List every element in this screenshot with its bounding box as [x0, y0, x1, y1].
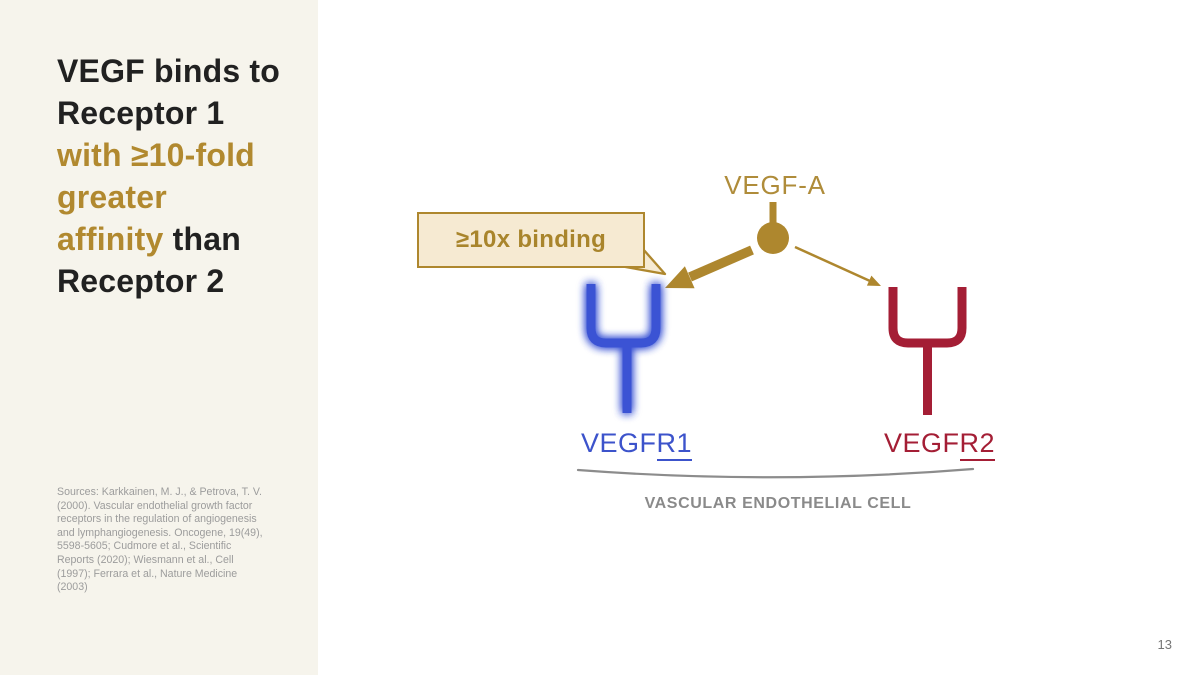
receptor-1-shape [586, 284, 661, 413]
strong-binding-arrow [665, 245, 754, 289]
receptor-2-shape [888, 287, 967, 415]
ligand-label: VEGF-A [724, 170, 826, 200]
receptor-2-label-prefix: VEGF [884, 428, 960, 458]
title-segment-dark-1: VEGF binds to Receptor 1 [57, 53, 281, 131]
callout-label: ≥10x binding [455, 226, 607, 253]
receptor-1-label-suffix: R1 [656, 428, 693, 461]
receptor-2-label-suffix: R2 [959, 428, 996, 461]
cell-label: VASCULAR ENDOTHELIAL CELL [644, 495, 912, 512]
sidebar: VEGF binds to Receptor 1 with ≥10-fold g… [0, 0, 318, 675]
title-segment-dark-2: than Receptor 2 [57, 221, 241, 299]
page-number: 13 [1157, 637, 1172, 652]
page-title: VEGF binds to Receptor 1 with ≥10-fold g… [57, 50, 297, 302]
weak-binding-arrow [794, 245, 881, 286]
vegf-a-molecule-icon [757, 202, 789, 254]
receptor-1-label-prefix: VEGF [581, 428, 657, 458]
binding-callout: ≥10x binding [417, 212, 645, 268]
sources-citation: Sources: Karkkainen, M. J., & Petrova, T… [57, 486, 263, 594]
title-segment-gold: with ≥10-fold greater affinity [57, 137, 255, 257]
receptor-2-label: VEGFR2 [884, 428, 996, 461]
receptor-1-label: VEGFR1 [581, 428, 693, 461]
membrane-curve [576, 467, 975, 479]
